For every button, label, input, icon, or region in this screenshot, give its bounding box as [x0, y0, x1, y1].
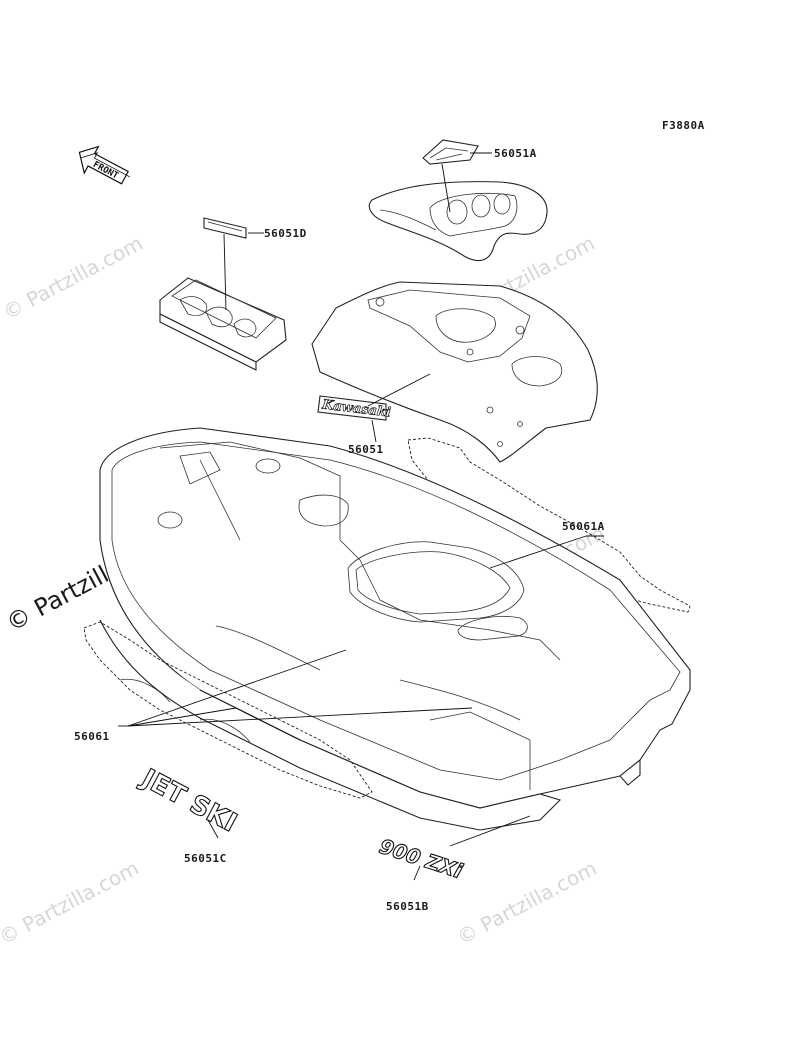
watermark: © Partzilla.com — [453, 856, 601, 950]
callout-labels: 56051A 56051D 56051 56061A 56061 56051C … — [74, 147, 605, 913]
kawasaki-logo-text: Kawasaki — [320, 397, 391, 420]
callout-56051: 56051 — [348, 443, 384, 456]
jetski-logo-decal: JET SKI — [134, 762, 242, 839]
callout-56051d: 56051D — [264, 227, 307, 240]
watermark: © Partzilla.com — [0, 856, 143, 950]
front-arrow-icon: FRONT — [78, 145, 130, 185]
callout-56051b: 56051B — [386, 900, 429, 913]
front-deck-cover — [311, 281, 598, 463]
callout-56051a: 56051A — [494, 147, 537, 160]
hull-body — [99, 427, 691, 831]
jetski-logo-text: JET SKI — [135, 763, 242, 839]
watermark: © Partzilla.com — [0, 231, 147, 325]
callout-56061: 56061 — [74, 730, 110, 743]
figure-code: F3880A — [662, 119, 705, 132]
leader-lines — [118, 152, 604, 881]
decal-56051d — [203, 217, 247, 239]
engine-cover — [159, 277, 287, 371]
model-logo-text: 900 ZXi — [376, 834, 466, 884]
handlebar-cover — [368, 181, 548, 262]
model-logo-decal: 900 ZXi — [376, 833, 467, 884]
decal-56051a — [422, 139, 479, 165]
callout-56061a: 56061A — [562, 520, 605, 533]
callout-56051c: 56051C — [184, 852, 227, 865]
side-decal-56061 — [83, 621, 373, 799]
